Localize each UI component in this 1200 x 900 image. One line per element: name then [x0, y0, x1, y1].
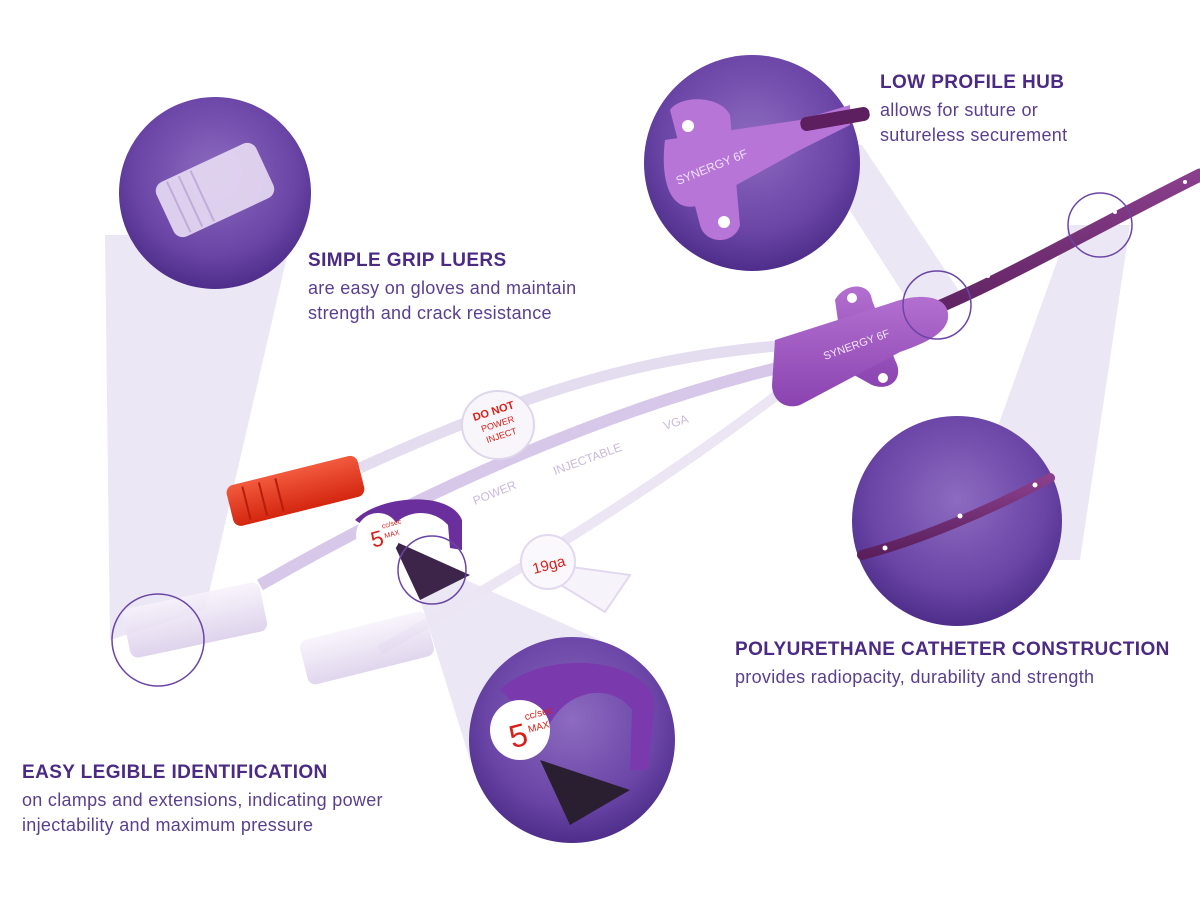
radiopaque-dots — [986, 180, 1187, 278]
clear-luer-left — [122, 582, 268, 658]
extension-leg-bottom — [377, 381, 794, 655]
hub-body — [772, 296, 949, 407]
callout-desc-line: on clamps and extensions, indicating pow… — [22, 790, 383, 810]
callout-simple-grip-luers: SIMPLE GRIP LUERS are easy on gloves and… — [308, 250, 668, 326]
callout-description: allows for suture or sutureless secureme… — [880, 98, 1180, 148]
clamp-pressure-max: MAX — [384, 529, 401, 540]
zoomed-luer — [155, 142, 275, 238]
do-not-power-inject-tag: DO NOT POWER INJECT — [461, 390, 535, 460]
zoom-circle-hub: SYNERGY 6F — [644, 55, 870, 271]
locator-hub — [902, 270, 972, 340]
tube-print-3: VGA — [662, 412, 690, 433]
callout-desc-line: injectability and maximum pressure — [22, 815, 314, 835]
locator-tip — [1067, 192, 1133, 258]
callout-desc-line: allows for suture or — [880, 100, 1039, 120]
callout-desc-line: sutureless securement — [880, 125, 1068, 145]
locator-circles — [111, 192, 1133, 687]
tube-print-2: INJECTABLE — [551, 440, 623, 478]
callout-desc-line: strength and crack resistance — [308, 303, 552, 323]
callout-description: provides radiopacity, durability and str… — [735, 665, 1195, 690]
callout-title: SIMPLE GRIP LUERS — [308, 250, 507, 271]
purple-clamp: 5 cc/sec MAX — [355, 499, 470, 600]
callout-desc-line: provides radiopacity, durability and str… — [735, 667, 1095, 687]
tube-print-1: POWER — [471, 478, 519, 508]
callout-desc-line: are easy on gloves and maintain — [308, 278, 577, 298]
locator-clamp — [397, 535, 467, 605]
clear-luer-bottom — [300, 611, 434, 685]
callout-description: on clamps and extensions, indicating pow… — [22, 788, 482, 838]
red-luer — [226, 455, 365, 526]
callout-identification: EASY LEGIBLE IDENTIFICATION on clamps an… — [22, 762, 482, 838]
callout-polyurethane: POLYURETHANE CATHETER CONSTRUCTION provi… — [735, 639, 1195, 690]
callout-title: EASY LEGIBLE IDENTIFICATION — [22, 762, 328, 783]
zoom-circle-clamp: 5 cc/sec MAX — [469, 637, 675, 843]
locator-luer — [111, 593, 205, 687]
beam-luers — [105, 235, 292, 640]
extension-leg-middle — [257, 359, 792, 591]
low-profile-hub: SYNERGY 6F — [772, 286, 949, 407]
extension-leg-top — [357, 339, 791, 473]
zoom-circle-catheter — [852, 416, 1062, 626]
callout-title: LOW PROFILE HUB — [880, 72, 1065, 93]
gauge-clamp: 19ga — [519, 534, 632, 614]
callout-low-profile-hub: LOW PROFILE HUB allows for suture or sut… — [880, 72, 1180, 148]
zoom-circle-luers — [119, 97, 311, 289]
callout-description: are easy on gloves and maintain strength… — [308, 276, 668, 326]
callout-title: POLYURETHANE CATHETER CONSTRUCTION — [735, 639, 1170, 660]
